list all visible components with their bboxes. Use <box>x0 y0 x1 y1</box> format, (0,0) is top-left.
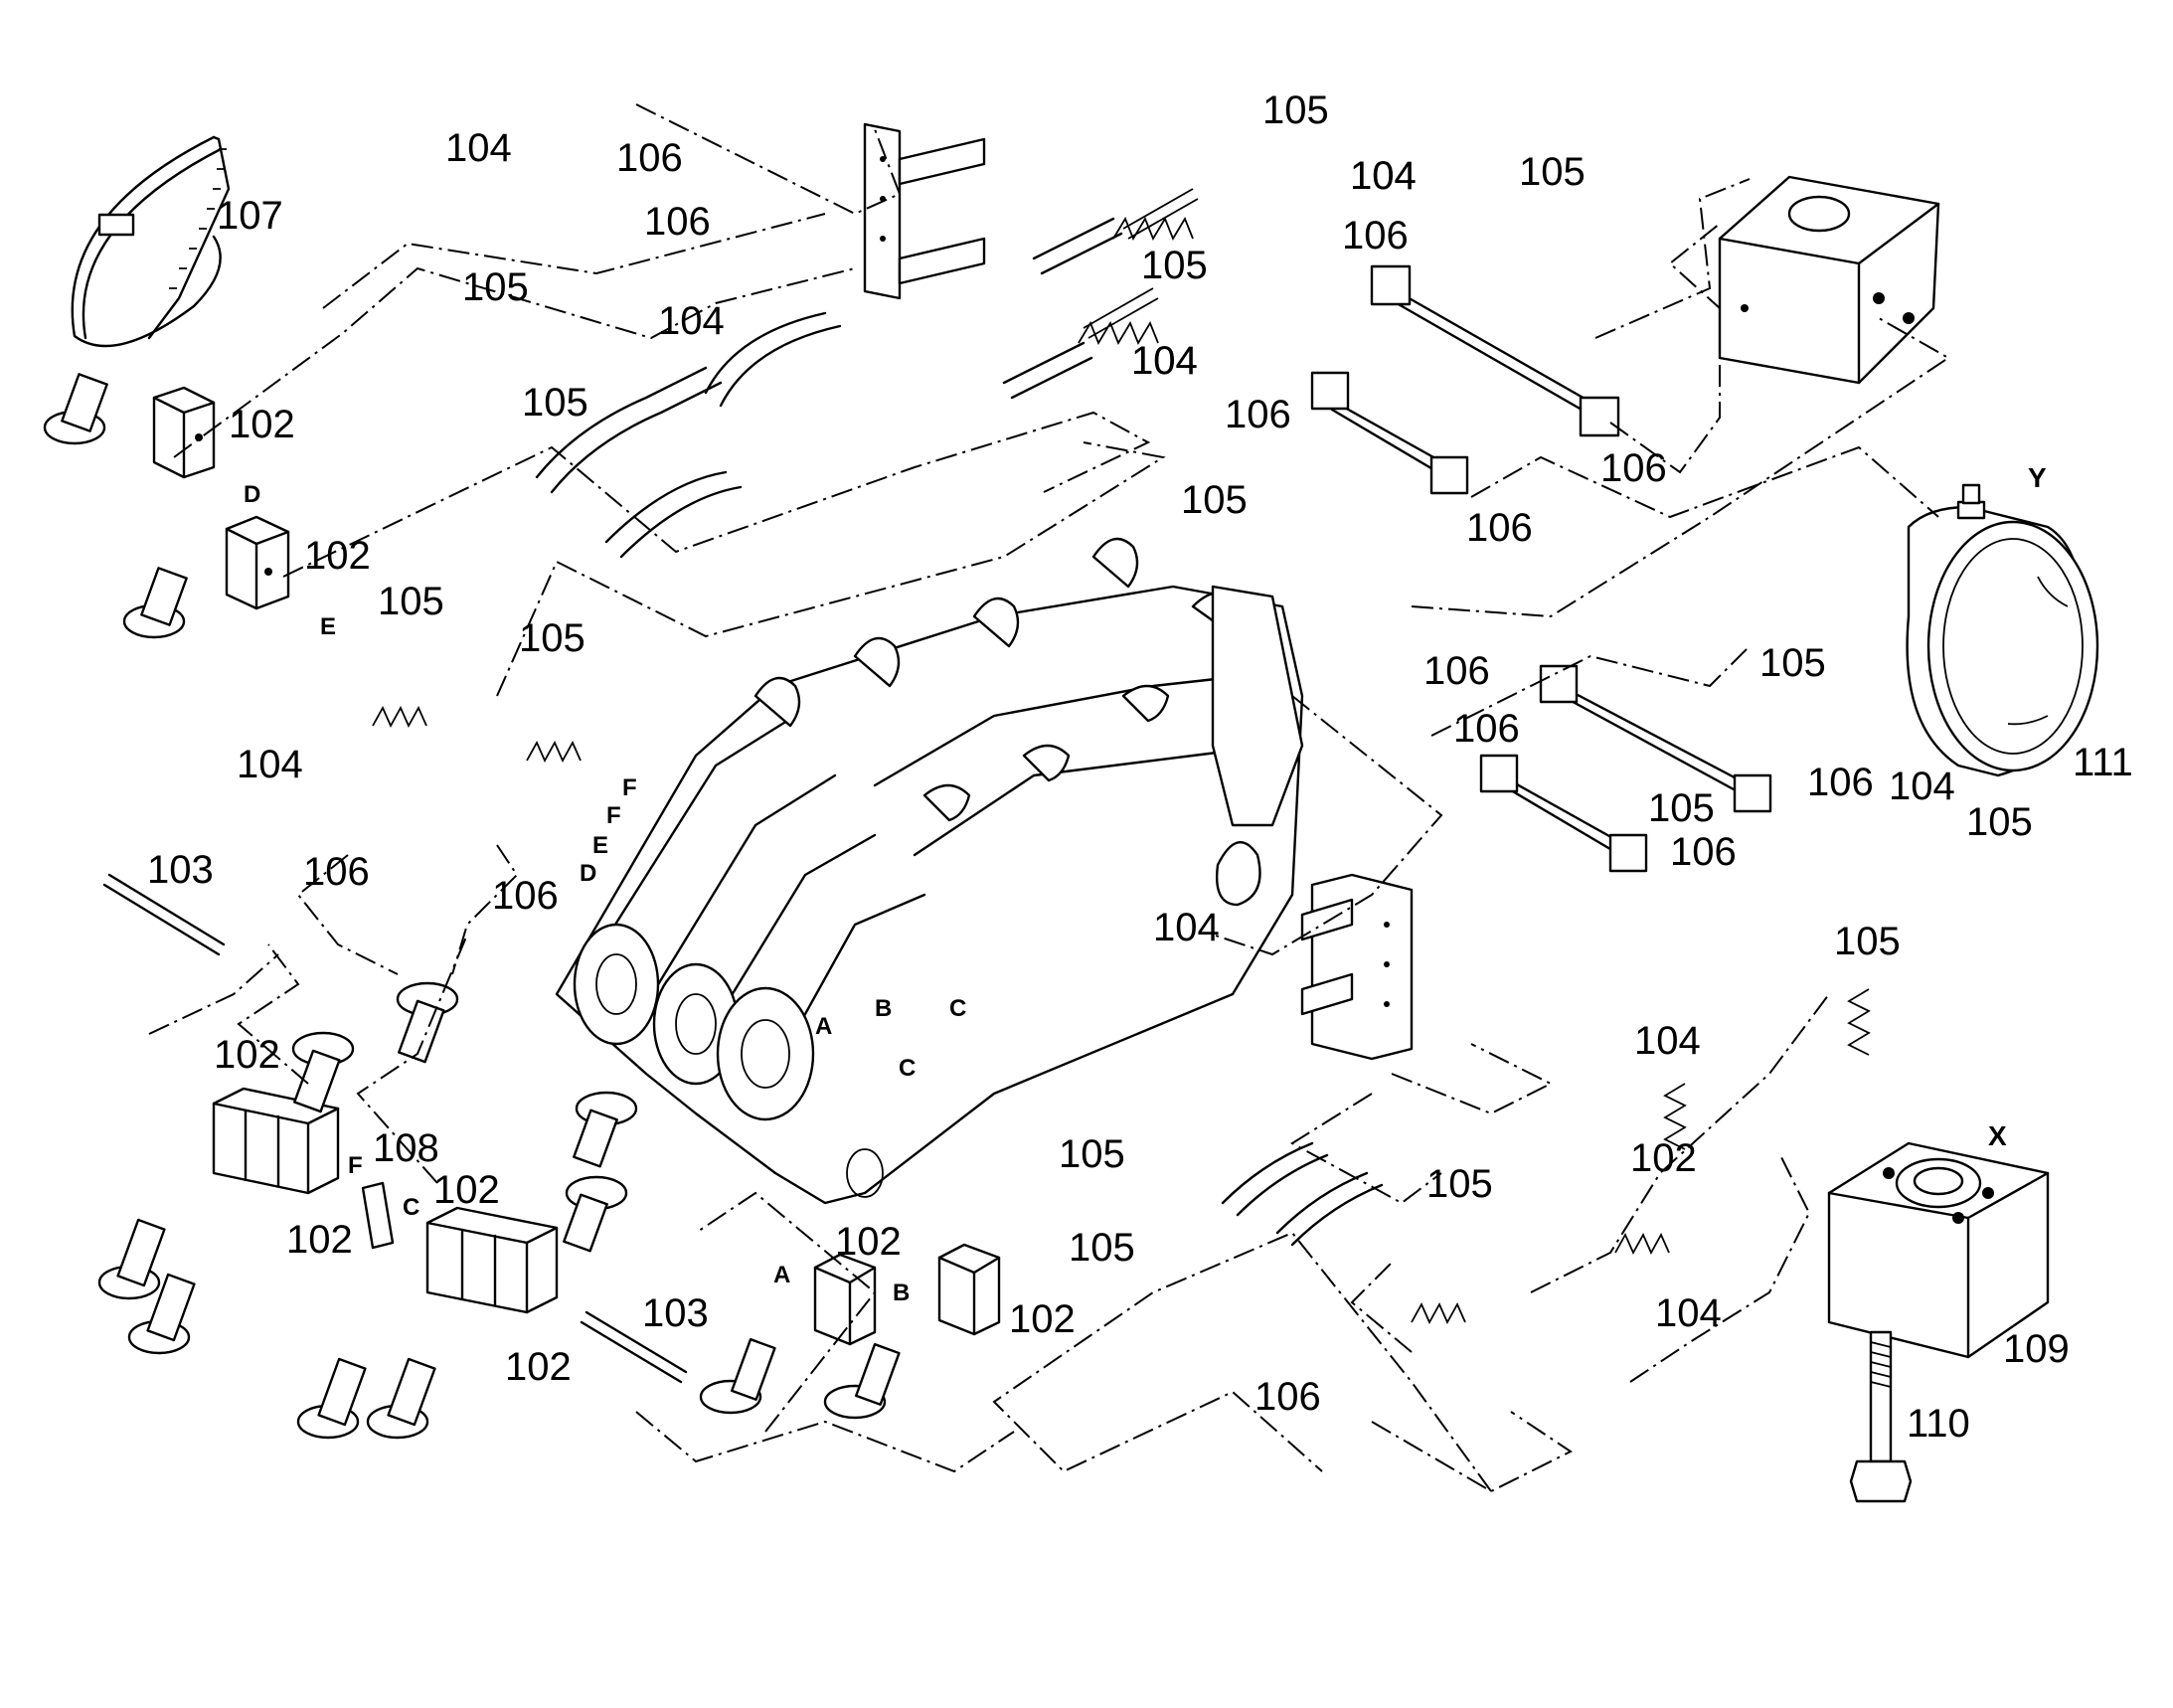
letter-B: B <box>893 1280 910 1306</box>
callout-105: 105 <box>1648 786 1715 830</box>
callout-102: 102 <box>286 1218 353 1262</box>
letter-C: C <box>403 1194 419 1221</box>
callout-104: 104 <box>1655 1291 1722 1335</box>
mounting-bracket-top <box>863 122 986 300</box>
letter-Y: Y <box>2028 462 2047 493</box>
callout-102: 102 <box>1009 1297 1076 1341</box>
callout-103: 103 <box>147 848 214 892</box>
work-light <box>1906 483 2099 777</box>
callout-106: 106 <box>644 200 711 244</box>
clamp-plate <box>361 1181 395 1250</box>
callout-102: 102 <box>505 1345 572 1389</box>
clamp-block <box>425 1206 559 1314</box>
callout-104: 104 <box>1889 765 1955 808</box>
callout-108: 108 <box>373 1126 439 1170</box>
spring-guards <box>372 216 1871 1325</box>
letter-E: E <box>320 613 336 640</box>
callout-106: 106 <box>1600 446 1667 490</box>
letter-D: D <box>580 860 596 887</box>
callout-102: 102 <box>835 1220 902 1264</box>
callout-104: 104 <box>1350 154 1417 198</box>
letter-X: X <box>1988 1120 2007 1151</box>
letter-F: F <box>348 1152 363 1179</box>
callout-105: 105 <box>1426 1162 1493 1206</box>
callout-110: 110 <box>1907 1402 1970 1446</box>
part-callouts: 104 106 107 105 104 106 104 105 105 104 … <box>147 88 2133 1446</box>
clamp-block <box>152 386 216 479</box>
callout-105: 105 <box>1834 920 1901 963</box>
letter-F: F <box>606 802 621 829</box>
pipe-tubes <box>1310 264 1772 873</box>
callout-105: 105 <box>1759 641 1826 685</box>
callout-104: 104 <box>1131 339 1198 383</box>
clamp-block <box>225 515 290 610</box>
callout-105: 105 <box>1069 1226 1135 1270</box>
callout-106: 106 <box>492 874 559 918</box>
letter-C: C <box>949 995 966 1022</box>
weld-studs <box>43 373 901 1440</box>
letter-A: A <box>773 1262 790 1288</box>
callout-102: 102 <box>433 1168 500 1212</box>
callout-106: 106 <box>616 136 683 180</box>
callout-105: 105 <box>1141 244 1208 287</box>
callout-106: 106 <box>1225 393 1291 436</box>
clamp-block <box>813 1253 877 1346</box>
callout-104: 104 <box>658 299 725 343</box>
hydraulic-hoses <box>535 188 1384 1247</box>
clamp-block <box>212 1087 340 1195</box>
junction-block <box>1827 1141 2050 1359</box>
boom-head-assembly <box>555 537 1304 1205</box>
cable-tie <box>71 135 231 348</box>
callout-105: 105 <box>1966 800 2033 844</box>
letter-C: C <box>899 1055 916 1082</box>
letter-F: F <box>622 774 637 801</box>
letter-D: D <box>244 481 260 508</box>
mounting-bracket-lower <box>1300 873 1414 1061</box>
callout-105: 105 <box>378 580 444 623</box>
clamp-block <box>937 1243 1001 1336</box>
callout-106: 106 <box>1342 214 1409 257</box>
callout-109: 109 <box>2003 1327 2070 1371</box>
callout-106: 106 <box>1453 707 1520 751</box>
callout-106: 106 <box>1423 649 1490 693</box>
callout-106: 106 <box>1807 761 1874 804</box>
callout-105: 105 <box>1181 478 1248 522</box>
callout-107: 107 <box>217 194 283 238</box>
callout-104: 104 <box>445 126 512 170</box>
callout-105: 102 <box>1630 1136 1697 1180</box>
callout-105: 105 <box>522 381 588 425</box>
connection-letters: D E F F E D A B C C F C A B X Y <box>244 462 2047 1306</box>
callout-106: 106 <box>1466 506 1533 550</box>
assembly-leaders <box>148 103 1950 1493</box>
callout-105: 105 <box>519 616 585 660</box>
callout-106: 106 <box>303 850 370 894</box>
long-bolt <box>1849 1330 1913 1503</box>
callout-105: 105 <box>1262 88 1329 132</box>
letter-B: B <box>875 995 892 1022</box>
callout-105: 105 <box>1059 1132 1125 1176</box>
callout-105: 105 <box>1519 150 1586 194</box>
letter-A: A <box>815 1013 832 1040</box>
callout-102: 102 <box>214 1033 280 1077</box>
callout-104: 104 <box>1634 1019 1701 1063</box>
callout-104: 104 <box>1350 154 1417 198</box>
callout-103: 103 <box>642 1291 709 1335</box>
valve-block <box>1718 175 1940 385</box>
callout-105: 105 <box>462 265 529 309</box>
letter-E: E <box>592 832 608 859</box>
callout-104: 104 <box>237 743 303 786</box>
tie-rods <box>102 873 688 1384</box>
callout-102: 102 <box>229 403 295 446</box>
callout-104: 104 <box>1153 906 1220 949</box>
callout-106: 106 <box>1670 830 1737 874</box>
callout-111: 111 <box>2073 741 2133 784</box>
callout-104: 104 <box>1131 339 1198 383</box>
callout-106: 106 <box>1254 1375 1321 1419</box>
callout-102: 102 <box>304 534 371 578</box>
